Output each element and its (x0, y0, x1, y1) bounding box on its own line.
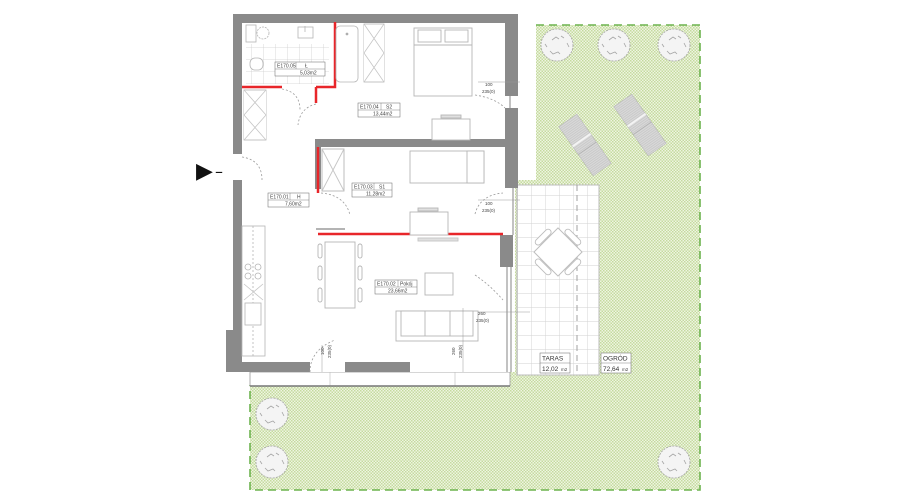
hob-icon (244, 263, 252, 271)
room-tag-hall: E170.01 H 7,60m2 (267, 192, 310, 208)
bedroom-1-window-swing (474, 192, 504, 215)
entrance-dash: – (215, 162, 223, 181)
bedroom-1-furniture (321, 148, 485, 242)
room-area: 7,60m2 (285, 202, 302, 208)
room-code: H (297, 195, 301, 201)
lounger-icon (613, 93, 667, 157)
tree-icon (255, 445, 289, 479)
room-id: E170.02 (377, 282, 396, 288)
entrance-marker: ▶ – (196, 159, 223, 184)
outdoor-code: OGRÓD (603, 354, 628, 363)
terrace-table-icon (533, 227, 583, 277)
kitchen (241, 225, 266, 357)
room-tag-bathroom: E170.05 Ł 5,03m2 (274, 61, 326, 77)
window-height: 235(0) (476, 318, 490, 323)
outdoor-code: TARAS (542, 356, 564, 363)
bathtub-icon (335, 25, 359, 83)
lounger-icon (558, 113, 612, 177)
window-width: 100 (320, 347, 325, 355)
windows (321, 81, 530, 372)
dining-table-icon (324, 241, 356, 309)
oven-icon (243, 283, 264, 301)
room-area: 11,28m2 (366, 192, 385, 198)
kitchen-sink-icon (244, 302, 262, 326)
living-room-furniture (317, 241, 479, 342)
outdoor-area: 72,64 (603, 366, 620, 373)
outdoor-tag-garden: OGRÓD 72,64 m2 (600, 352, 632, 374)
window-height: 235(0) (458, 344, 463, 358)
window-dimension-living-bottom-right: 260 235(0) (451, 344, 463, 358)
tree-icon (597, 28, 631, 62)
balcony-door-swing (309, 339, 336, 373)
outdoor-unit: m2 (622, 367, 629, 372)
window-width: 260 (451, 347, 456, 355)
room-code: Ł (305, 64, 308, 70)
room-id: E170.01 (270, 195, 289, 201)
room-id: E170.05 (277, 64, 296, 70)
tree-icon (657, 28, 691, 62)
room-id: E170.04 (360, 105, 379, 111)
sun-loungers (558, 93, 667, 177)
desk-icon (409, 211, 449, 236)
desk-icon (431, 118, 471, 141)
room-tag-bedroom-2: E170.04 S2 13,44m2 (357, 102, 401, 118)
room-code: Pokój (400, 282, 413, 288)
room-tag-living-room: E170.02 Pokój 23,66m2 (374, 279, 418, 295)
tree-icon (540, 28, 574, 62)
room-area: 5,03m2 (300, 71, 317, 77)
tree-icon (255, 397, 289, 431)
terrace (516, 184, 600, 376)
outdoor-tag-terrace: TARAS 12,02 m2 (539, 352, 571, 374)
washing-machine-icon (256, 26, 270, 40)
door-swings (241, 88, 506, 373)
bathroom-fixtures (245, 23, 385, 83)
sink-icon (297, 26, 314, 39)
outdoor-unit: m2 (561, 367, 568, 372)
window-dimension-bedroom-2: 100 235(0) (482, 82, 496, 94)
tree-icon (657, 445, 691, 479)
room-area: 13,44m2 (373, 112, 393, 118)
window-dimension-living-right: 260 235(0) (476, 311, 490, 323)
room-id: E170.03 (354, 185, 373, 191)
window-dimension-living-bottom-left: 100 235(0) (320, 344, 332, 358)
window-width: 100 (485, 82, 493, 87)
window-height: 235(0) (327, 344, 332, 358)
window-height: 235(0) (482, 208, 496, 213)
hall-closet (243, 89, 267, 141)
entrance-door (241, 156, 263, 181)
window-height: 235(0) (482, 89, 496, 94)
room-tag-bedroom-1: E170.03 S1 11,28m2 (351, 182, 393, 198)
cabinet-icon (245, 24, 257, 43)
bedroom-2-furniture (413, 27, 473, 141)
bottom-strip (249, 371, 511, 387)
window-dimension-bedroom-1: 100 235(0) (482, 201, 496, 213)
room-code: S1 (379, 185, 385, 191)
bedroom-1-door (320, 192, 351, 216)
outdoor-area: 12,02 (542, 366, 559, 373)
armchair-icon (424, 272, 454, 296)
room-code: S2 (386, 105, 392, 111)
window-width: 100 (485, 201, 493, 206)
window-width: 260 (478, 311, 486, 316)
entrance-arrow-icon: ▶ (196, 159, 213, 184)
toilet-icon (249, 57, 264, 71)
room-area: 23,66m2 (388, 289, 408, 295)
